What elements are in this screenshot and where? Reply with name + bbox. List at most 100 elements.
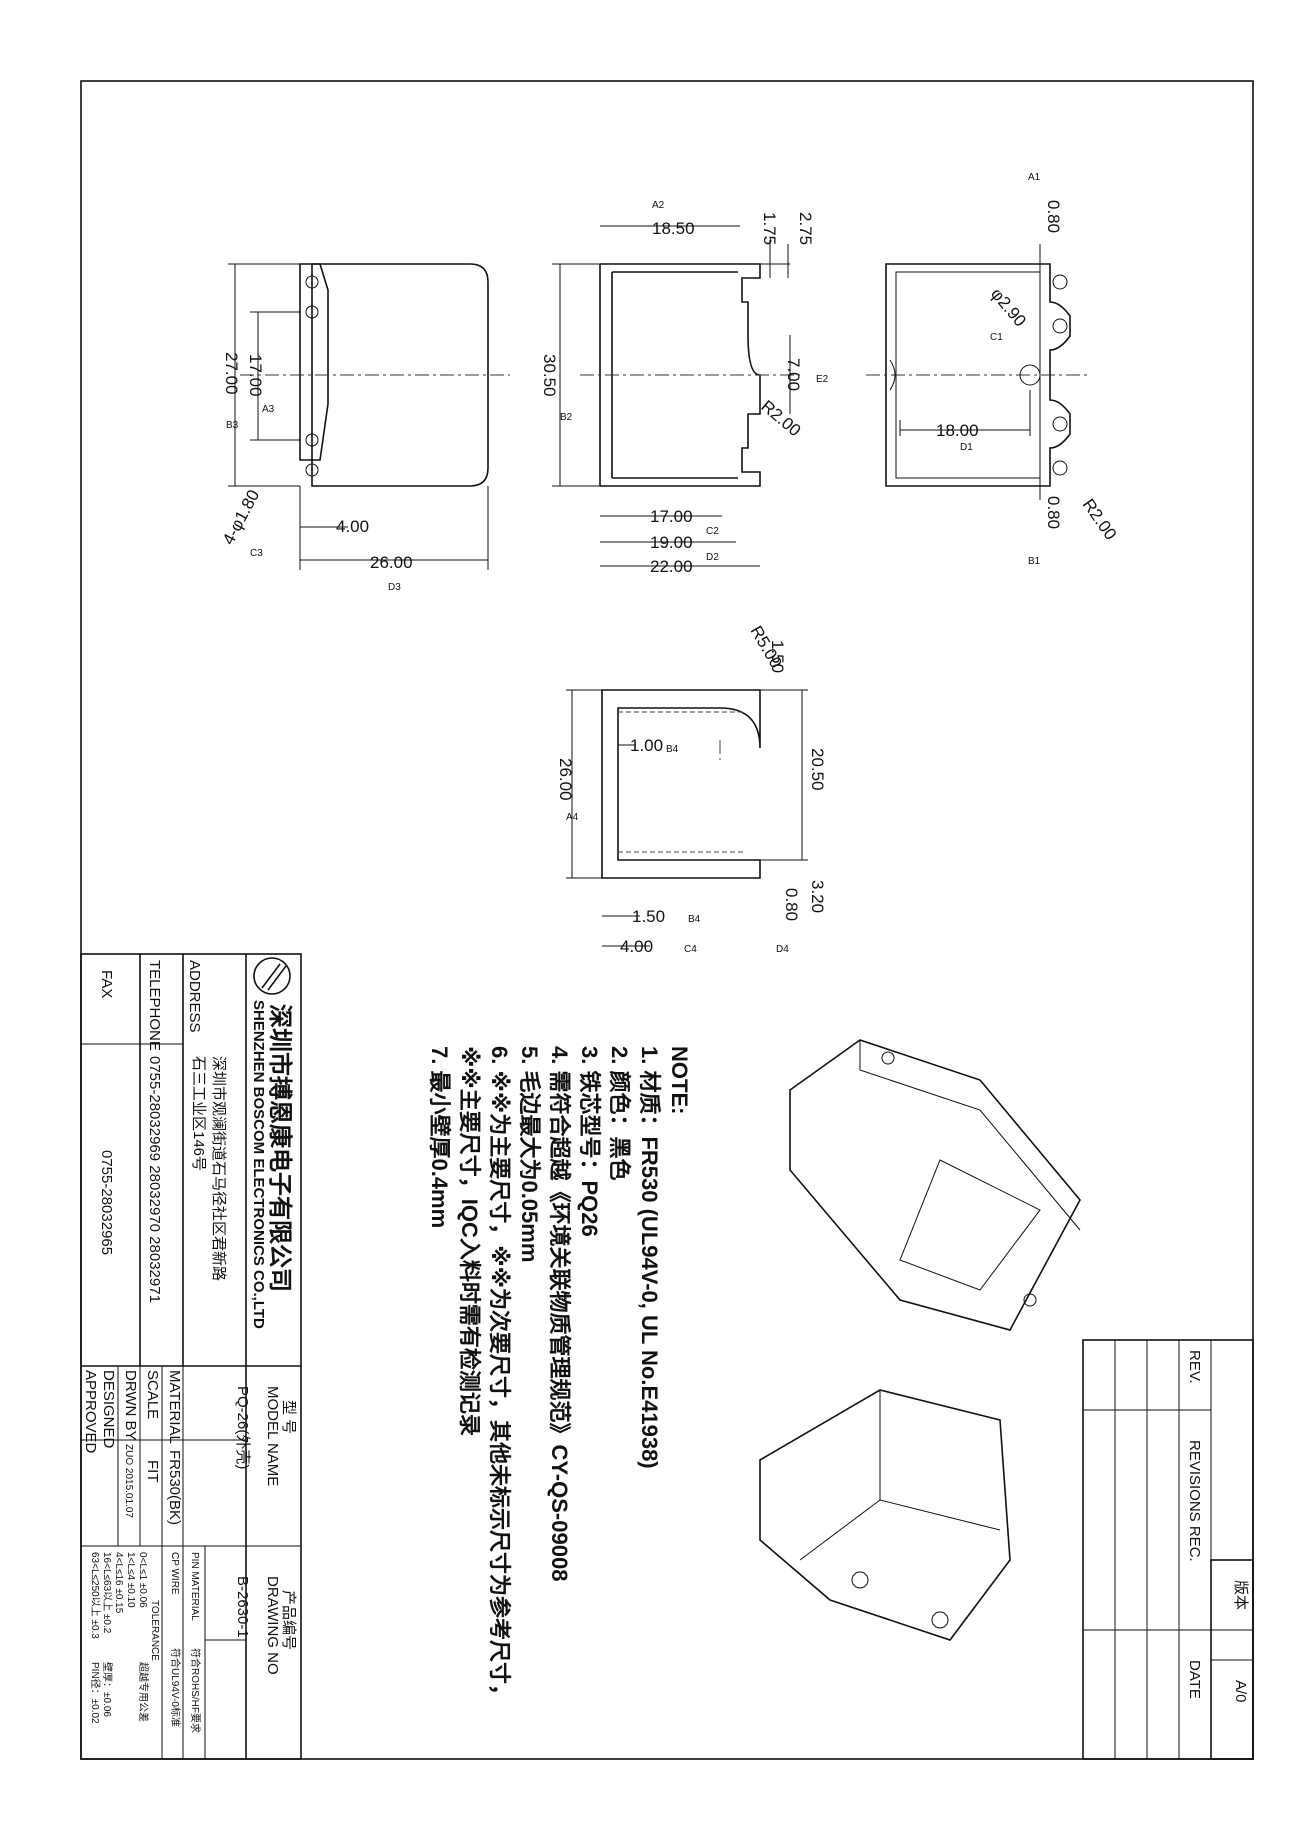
drawing-label: DRAWING NO (264, 1576, 281, 1675)
telephone-label: TELEPHONE (146, 960, 163, 1051)
dim-19: 19.00 (650, 533, 693, 552)
tag-d3: D3 (388, 582, 401, 593)
dim-phi: φ2.90 (987, 284, 1030, 330)
fax-label: FAX (98, 970, 115, 998)
dim-20-5: 20.50 (808, 748, 827, 791)
designed-label: DESIGNED (100, 1370, 117, 1449)
drawing-label-cn: 产品编号 (280, 1590, 297, 1650)
revisions-label: REVISIONS REC. (1186, 1440, 1203, 1562)
cp-wire-label: CP WIRE (169, 1552, 180, 1595)
dim-17-top: 17.00 (246, 354, 265, 397)
dim-22: 22.00 (650, 557, 693, 576)
tag-c4: C4 (684, 944, 697, 955)
notes-title: NOTE: (667, 1046, 692, 1114)
dim-0-8-section: 0.80 (782, 888, 801, 921)
isometric-view-2 (759, 1389, 1011, 1641)
drawn-label: DRWN BY (122, 1370, 139, 1441)
company-name-cn: 深圳市搏恩康电子有限公司 (266, 1004, 294, 1292)
dim-27: 27.00 (222, 352, 241, 395)
note-1: 1. 材质：FR530 (UL94V-0, UL No.E41938) (637, 1046, 662, 1469)
fax-value: 0755-28032965 (98, 1150, 115, 1255)
note-5: 5. 毛边最大为0.05mm (517, 1046, 542, 1262)
dim-1-5b: 1.50 (632, 907, 665, 926)
material-value: FR530(BK) (166, 1450, 183, 1525)
dim-2-75: 2.75 (796, 212, 815, 245)
model-value: PQ-26(外壳) (234, 1386, 251, 1469)
tag-b3: B3 (226, 420, 239, 431)
tolerance-row-1: 0<L≤1 ±0.06 (137, 1552, 148, 1608)
dim-26-top: 26.00 (370, 553, 413, 572)
rev-label: REV. (1186, 1350, 1203, 1384)
model-label-cn: 型 号 (280, 1400, 297, 1434)
notes-block: NOTE: 1. 材质：FR530 (UL94V-0, UL No.E41938… (427, 1046, 692, 1706)
tag-c2: C2 (706, 526, 719, 537)
dim-r2-bottom: R2.00 (1079, 495, 1121, 543)
version-label: 版本 (1232, 1580, 1249, 1610)
dim-1: 1.00 (630, 736, 663, 755)
tolerance-right-4: 壁厚：±0.06 (101, 1662, 114, 1717)
dim-1-5a: 1.50 (768, 640, 787, 673)
note-3: 3. 铁芯型号：PQ26 (577, 1046, 602, 1237)
version-value: A/0 (1232, 1680, 1249, 1703)
scale-label: SCALE (144, 1370, 161, 1419)
dim-3-2: 3.20 (808, 880, 827, 913)
material-label: MATERIAL (166, 1370, 183, 1444)
approved-label: APPROVED (82, 1370, 99, 1454)
dim-0-8b: 0.80 (1044, 496, 1063, 529)
drawn-value: ZUO 2015.01.07 (123, 1444, 134, 1518)
section-view: R5.00 1.50 1.00 20.50 26.00 3.20 0.80 1.… (556, 623, 827, 957)
tag-d2: D2 (706, 552, 719, 563)
drawing-value: B-2630-1 (234, 1576, 251, 1638)
tag-b4-bottom: B4 (688, 914, 701, 925)
tag-a4: A4 (566, 812, 579, 823)
tag-a3: A3 (262, 404, 275, 415)
tolerance-right-5: PIN径：±0.02 (89, 1662, 102, 1724)
tag-b2: B2 (560, 412, 573, 423)
tolerance-right-1: 超越专用公差 (137, 1662, 150, 1722)
address-value-2: 石三工业区146号 (190, 1056, 207, 1171)
tag-b4-top: B4 (666, 744, 679, 755)
tag-a2: A2 (652, 200, 665, 211)
dim-17-side: 17.00 (650, 507, 693, 526)
tolerance-row-3: 4<L≤16 ±0.15 (113, 1552, 124, 1614)
model-label: MODEL NAME (264, 1386, 281, 1486)
note-7: 7. 最小壁厚0.4mm (427, 1046, 452, 1228)
note-6b: ※※主要尺寸，IQC入料时需有检测记录 (457, 1046, 482, 1436)
tag-d1: D1 (960, 442, 973, 453)
note-4: 4. 需符合超越《环境关联物质管理规范》CY-QS-09008 (547, 1046, 572, 1581)
tag-b1: B1 (1028, 556, 1041, 567)
dim-18: 18.00 (936, 421, 979, 440)
tag-a1: A1 (1028, 172, 1041, 183)
dim-4-section: 4.00 (620, 937, 653, 956)
company-logo (253, 957, 291, 995)
pin-material-value: 符合ROHS/HF要求 (189, 1648, 202, 1733)
title-block: 深圳市搏恩康电子有限公司 SHENZHEN BOSCOM ELECTRONICS… (80, 953, 302, 1760)
tolerance-row-5: 63<L≤250以上 ±0.3 (89, 1552, 101, 1639)
dim-7: 7.00 (784, 358, 803, 391)
address-label: ADDRESS (186, 960, 203, 1033)
tolerance-row-2: 1<L≤4 ±0.10 (125, 1552, 136, 1608)
telephone-value: 0755-28032969 28032970 28032971 (146, 1056, 163, 1303)
cp-wire-value: 符合UL94V-0标准 (169, 1648, 182, 1727)
dim-r2-side: R2.00 (757, 397, 804, 441)
top-view: 27.00 17.00 4.00 26.00 4-φ1.80 A3 B3 C3 … (219, 263, 510, 593)
note-6: 6. ※※为主要尺寸，※※为次要尺寸，其他未标示尺寸为参考尺寸， (487, 1046, 512, 1706)
scale-value: FIT (144, 1460, 161, 1483)
bottom-view: 0.80 φ2.90 18.00 0.80 R2.00 A1 B1 C1 D1 (866, 172, 1120, 567)
dim-holes: 4-φ1.80 (219, 487, 264, 548)
pin-material-label: PIN MATERIAL (189, 1552, 200, 1621)
tag-c3: C3 (250, 548, 263, 559)
dim-4: 4.00 (336, 517, 369, 536)
dim-0-8a: 0.80 (1044, 200, 1063, 233)
sheet-border (80, 80, 1254, 1760)
company-name-en-line: SHENZHEN BOSCOM ELECTRONICS CO.,LTD (250, 1000, 267, 1329)
date-label: DATE (1186, 1660, 1203, 1699)
address-value: 深圳市观澜街道石马径社区君新路 (210, 1056, 227, 1281)
tolerance-row-4: 16<L≤63以上 ±0.2 (101, 1552, 113, 1634)
tolerance-label: TOLERANCE (149, 1600, 160, 1661)
side-view: 18.50 1.75 2.75 30.50 7.00 R2.00 17.00 1… (540, 200, 829, 576)
isometric-view-1 (789, 1039, 1081, 1331)
note-2: 2. 颜色：黑色 (607, 1046, 632, 1180)
